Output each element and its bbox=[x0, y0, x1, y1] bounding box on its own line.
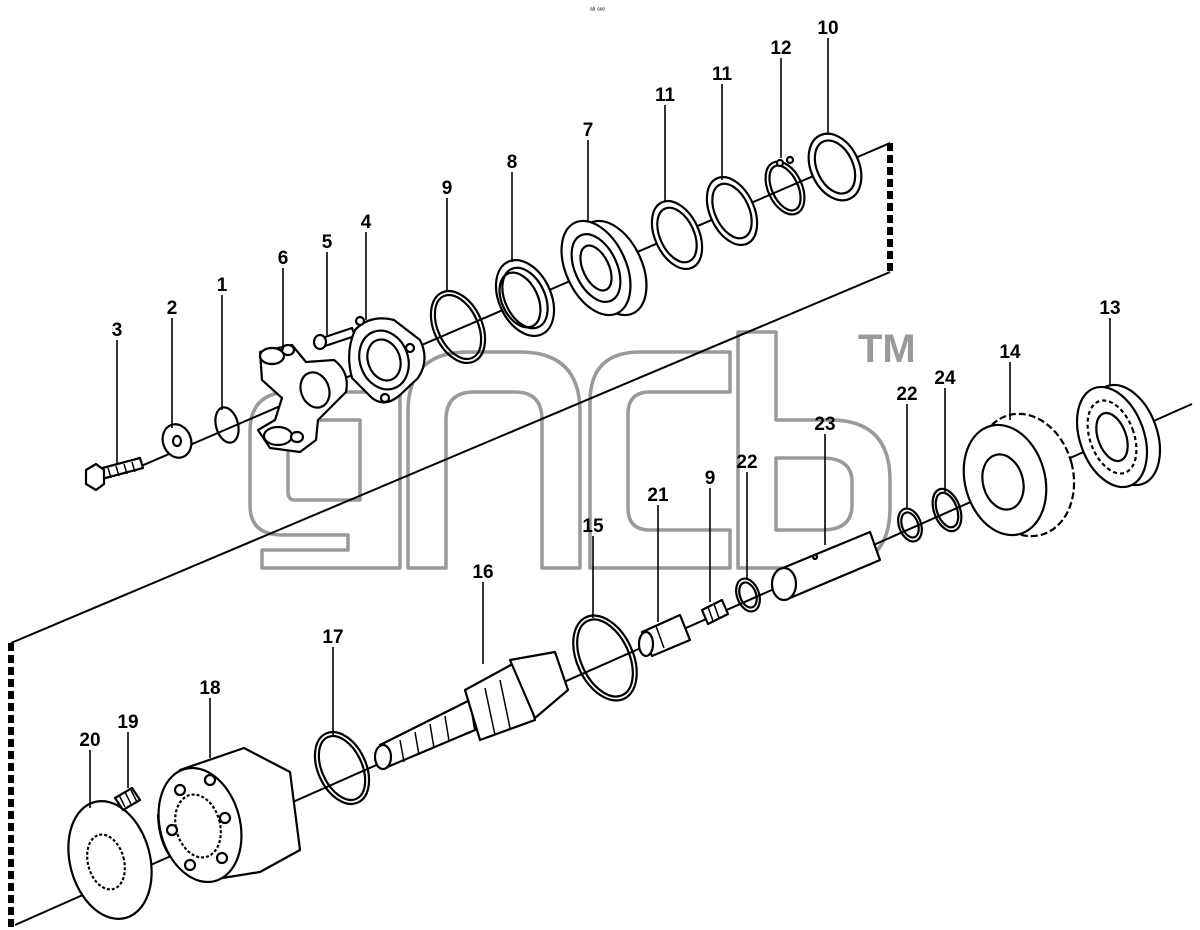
part-22-o-ring-lower bbox=[735, 577, 761, 613]
watermark-logo: TM bbox=[248, 327, 916, 570]
part-9-spring-lower bbox=[700, 598, 730, 626]
callout-16: 16 bbox=[472, 562, 493, 583]
part-17-o-ring bbox=[313, 730, 371, 806]
callout-18: 18 bbox=[199, 678, 220, 699]
callout-21: 21 bbox=[647, 485, 669, 506]
callout-11-b: 11 bbox=[712, 64, 733, 85]
callout-13: 13 bbox=[1099, 298, 1120, 319]
callout-17: 17 bbox=[322, 627, 343, 648]
part-9-o-ring-upper bbox=[429, 289, 487, 365]
part-10-ring bbox=[807, 132, 863, 202]
part-24-circlip bbox=[931, 487, 963, 533]
part-19-spring bbox=[113, 786, 142, 812]
callout-labels: 3 2 1 6 5 4 9 8 7 11 11 12 10 13 14 24 2… bbox=[79, 18, 1120, 751]
watermark-letter-g bbox=[248, 390, 402, 570]
callout-11-a: 11 bbox=[655, 85, 676, 106]
part-22-o-ring-upper bbox=[897, 507, 923, 543]
part-5-screw bbox=[312, 326, 357, 351]
callout-22-upper: 22 bbox=[896, 384, 917, 405]
part-16-splined-shaft bbox=[373, 650, 570, 771]
part-7-roller-bearing bbox=[560, 219, 648, 317]
part-23-tube bbox=[770, 530, 882, 602]
part-8-seal bbox=[494, 259, 556, 337]
callout-20: 20 bbox=[79, 730, 100, 751]
part-18-clutch-housing bbox=[156, 746, 302, 884]
watermark-trademark: TM bbox=[858, 327, 916, 371]
callout-4: 4 bbox=[361, 212, 372, 233]
callout-22-lower: 22 bbox=[736, 452, 757, 473]
callout-1: 1 bbox=[217, 275, 228, 296]
part-13-bearing bbox=[1075, 383, 1162, 489]
callout-19: 19 bbox=[117, 712, 138, 733]
connecting-diagonal-line bbox=[10, 271, 891, 644]
watermark-letter-n bbox=[406, 350, 582, 570]
part-11-shim-b bbox=[705, 175, 759, 247]
callout-23: 23 bbox=[814, 414, 835, 435]
callout-3: 3 bbox=[112, 320, 123, 341]
part-11-shim-a bbox=[650, 199, 704, 271]
callout-9-lower: 9 bbox=[705, 468, 716, 489]
part-2-washer bbox=[161, 423, 193, 459]
callout-24: 24 bbox=[934, 368, 956, 389]
callout-14: 14 bbox=[999, 342, 1021, 363]
callout-8: 8 bbox=[507, 152, 518, 173]
part-20-splined-disc bbox=[67, 800, 153, 920]
callout-9-upper: 9 bbox=[442, 178, 453, 199]
callout-2: 2 bbox=[167, 298, 178, 319]
header-small-text: ᵃᵇ ᵉᵉᵉ bbox=[590, 7, 605, 14]
callout-12: 12 bbox=[770, 38, 791, 59]
part-15-o-ring bbox=[572, 614, 638, 702]
part-3-bolt bbox=[84, 456, 145, 492]
watermark-letter-c bbox=[588, 350, 732, 570]
callout-5: 5 bbox=[322, 232, 333, 253]
part-1-o-ring bbox=[214, 406, 240, 444]
callout-15: 15 bbox=[582, 516, 604, 537]
part-4-flange-housing bbox=[348, 315, 426, 404]
leader-lines bbox=[89, 38, 1111, 808]
part-21-valve-spool bbox=[637, 613, 692, 658]
part-14-gear bbox=[962, 412, 1076, 538]
part-12-circlip bbox=[764, 155, 806, 216]
part-6-yoke bbox=[256, 343, 348, 454]
callout-6: 6 bbox=[278, 248, 289, 269]
callout-7: 7 bbox=[583, 120, 594, 141]
callout-10: 10 bbox=[817, 18, 838, 39]
